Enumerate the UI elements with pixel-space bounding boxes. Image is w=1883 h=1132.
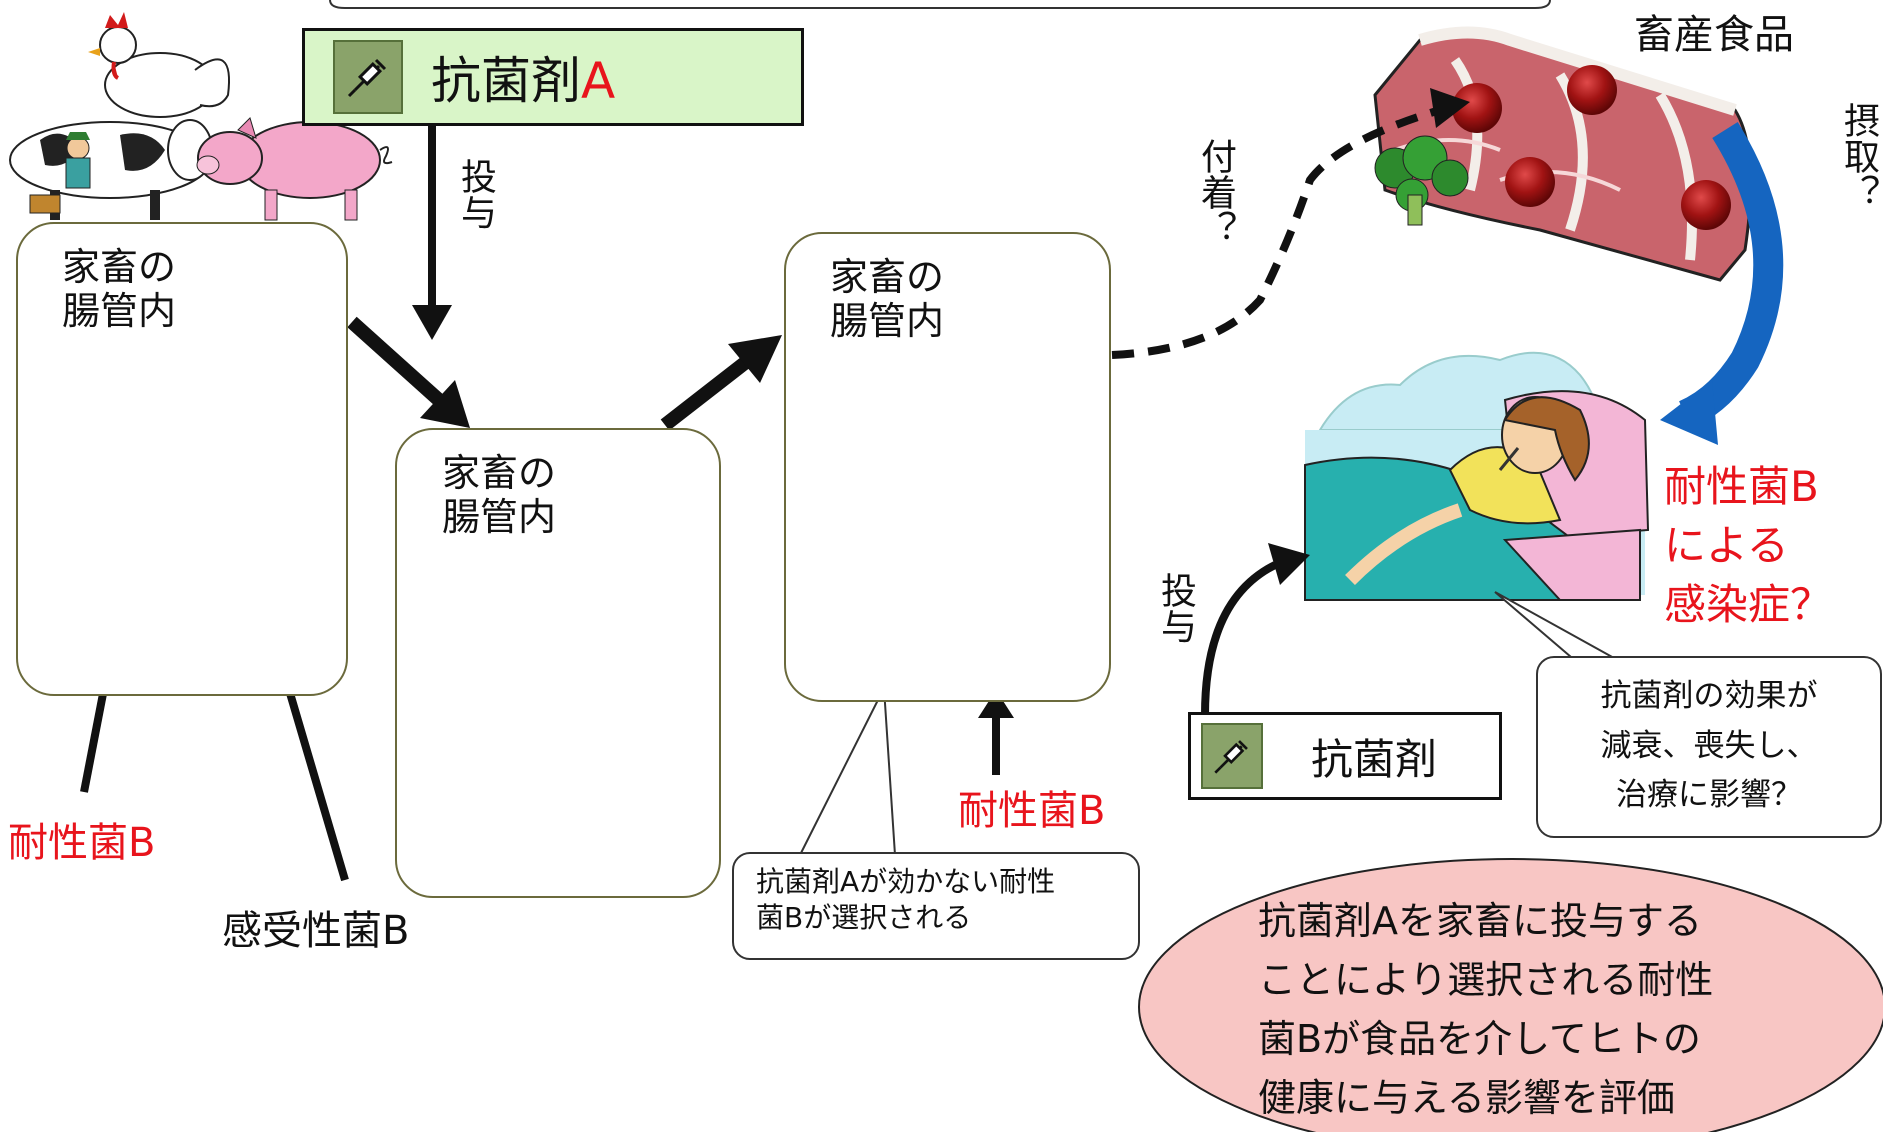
patient-illustration xyxy=(1304,351,1650,601)
drug-box: 抗菌剤 xyxy=(1188,712,1502,800)
resistant-label-1: 耐性菌B xyxy=(8,820,156,866)
selection-callout-line2: 菌Bが選択される xyxy=(756,901,972,935)
effect-callout-line3: 治療に影響？ xyxy=(1616,777,1802,814)
food-label: 畜産食品 xyxy=(1634,12,1794,58)
gut-label-line1: 家畜の xyxy=(442,451,557,495)
infection-line2: による xyxy=(1664,520,1789,570)
gut-label-line1: 家畜の xyxy=(830,255,945,299)
selection-callout-tail xyxy=(799,684,896,856)
administer-label-2: 投与 xyxy=(1155,572,1196,644)
effect-callout: 抗菌剤の効果が 減衰、喪失し、 治療に影響？ xyxy=(1536,656,1882,838)
summary-line2: ことにより選択される耐性 xyxy=(1258,957,1714,1002)
attach-label: 付着？ xyxy=(1195,138,1236,246)
drug-a-suffix: A xyxy=(581,52,616,110)
summary-line4: 健康に与える影響を評価 xyxy=(1258,1075,1675,1120)
gut-label-line2: 腸管内 xyxy=(62,288,177,333)
gut-label-line2: 腸管内 xyxy=(830,298,945,343)
administer-label-1: 投与 xyxy=(455,158,496,230)
gut-box-2-label: 家畜の 腸管内 xyxy=(442,451,557,539)
effect-callout-tail xyxy=(1494,591,1624,664)
gut-box-1-label: 家畜の 腸管内 xyxy=(62,245,177,333)
infection-line1: 耐性菌B xyxy=(1664,462,1819,511)
gut-box-3-label: 家畜の 腸管内 xyxy=(830,255,945,343)
intake-arrowhead xyxy=(1660,380,1718,445)
effect-callout-line2: 減衰、喪失し、 xyxy=(1600,727,1818,764)
gut-label-line1: 家畜の xyxy=(62,245,177,289)
summary-line3: 菌Bが食品を介してヒトの xyxy=(1258,1016,1701,1061)
selection-callout-line1: 抗菌剤Aが効かない耐性 xyxy=(756,865,1056,898)
summary-line1: 抗菌剤Aを家畜に投与する xyxy=(1258,899,1702,943)
effect-callout-line1: 抗菌剤の効果が xyxy=(1600,678,1818,714)
syringe-icon xyxy=(333,40,403,114)
drug-a-box: 抗菌剤A xyxy=(302,28,804,126)
intake-label: 摂取？ xyxy=(1838,102,1879,210)
infection-line3: 感染症？ xyxy=(1664,579,1833,629)
meat-bacteria xyxy=(1452,65,1731,230)
gut-label-line2: 腸管内 xyxy=(442,494,557,539)
drug-a-label: 抗菌剤A xyxy=(431,41,615,113)
selection-callout: 抗菌剤Aが効かない耐性 菌Bが選択される xyxy=(732,852,1140,960)
summary-text: 抗菌剤Aを家畜に投与する ことにより選択される耐性 菌Bが食品を介してヒトの 健… xyxy=(1258,892,1713,1128)
attach-dashed-path xyxy=(1111,106,1442,359)
drug-a-prefix: 抗菌剤 xyxy=(431,52,581,110)
top-frame-edge xyxy=(329,0,1551,9)
syringe-icon xyxy=(1201,723,1263,789)
resistant-label-2: 耐性菌B xyxy=(958,788,1106,834)
attach-arrowhead xyxy=(1430,88,1470,128)
infection-label: 耐性菌B による 感染症？ xyxy=(1664,458,1832,634)
drug-label: 抗菌剤 xyxy=(1311,734,1438,784)
susceptible-label: 感受性菌B xyxy=(222,908,410,954)
summary-ellipse xyxy=(1138,858,1883,1132)
gut-box-1 xyxy=(16,222,348,696)
meat-illustration xyxy=(1373,26,1753,282)
gut-box-2 xyxy=(395,428,721,898)
gut-box-3 xyxy=(784,232,1111,702)
